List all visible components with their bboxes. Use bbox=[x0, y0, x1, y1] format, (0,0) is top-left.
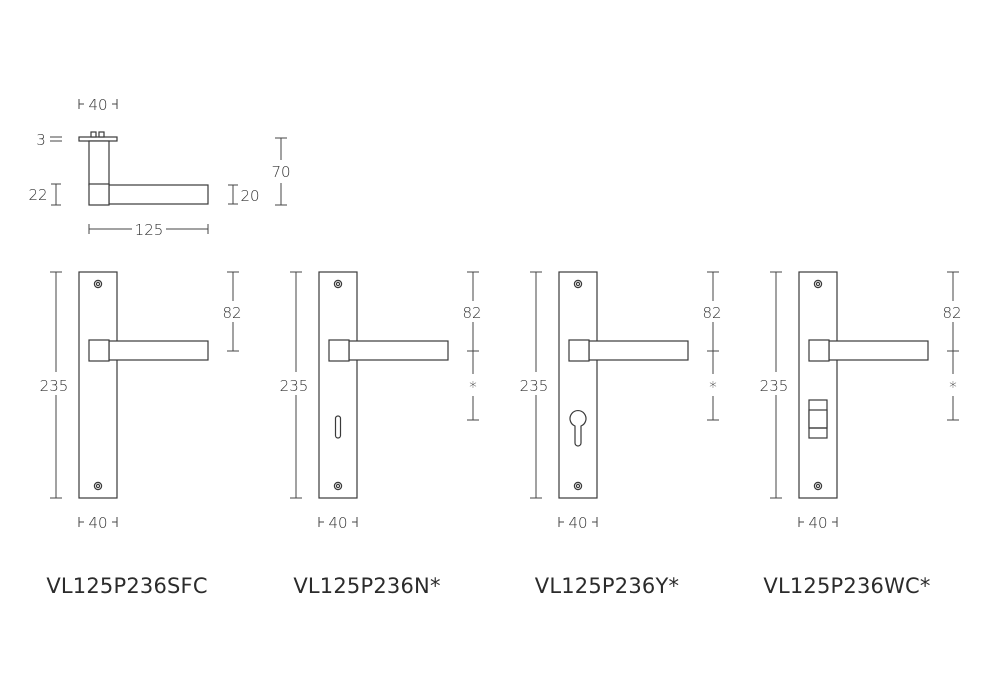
lever-arm bbox=[108, 340, 209, 361]
screw-bottom-inner bbox=[815, 483, 821, 489]
dim-rose-thickness: 3 bbox=[36, 131, 62, 149]
back-plate bbox=[78, 271, 118, 499]
screw-top-inner bbox=[95, 281, 101, 287]
lever-hub bbox=[88, 339, 110, 362]
dim-lever-length-label: 125 bbox=[135, 221, 164, 239]
model-name: VL125P236Y* bbox=[535, 574, 679, 598]
screw-top-inner bbox=[575, 281, 581, 287]
dim-top-width: 40 bbox=[78, 96, 118, 114]
dim-projection-label: 70 bbox=[271, 163, 290, 181]
dim-top-width-label: 40 bbox=[88, 96, 107, 114]
plate-width-label: 40 bbox=[88, 514, 107, 532]
dim-lever-height: 20 bbox=[228, 184, 260, 205]
plate-width-label: 40 bbox=[568, 514, 587, 532]
rose-screw-right bbox=[98, 131, 105, 138]
rose-plate bbox=[78, 136, 118, 142]
dim-rose-thickness-label: 3 bbox=[36, 131, 46, 149]
lever-hub bbox=[808, 339, 830, 362]
dim-hub-height: 22 bbox=[28, 183, 61, 206]
plate-variants: 2358240VL125P236SFC23582*40VL125P236N*23… bbox=[40, 271, 962, 598]
model-name: VL125P236N* bbox=[293, 574, 440, 598]
back-plate bbox=[318, 271, 358, 499]
plate-width-label: 40 bbox=[328, 514, 347, 532]
model-name: VL125P236SFC bbox=[46, 574, 207, 598]
back-plate bbox=[558, 271, 598, 499]
handle-height-label: 82 bbox=[462, 304, 481, 322]
dim-hub-height-label: 22 bbox=[28, 186, 47, 204]
plate-height-label: 235 bbox=[40, 377, 69, 395]
plate-height-label: 235 bbox=[760, 377, 789, 395]
key-slot bbox=[334, 415, 342, 439]
lever-arm bbox=[348, 340, 449, 361]
secondary-dim-label: * bbox=[469, 378, 477, 396]
secondary-dim-label: * bbox=[709, 378, 717, 396]
rose-screw-left bbox=[90, 131, 97, 138]
dim-lever-height-label: 20 bbox=[240, 187, 259, 205]
lever-arm bbox=[588, 340, 689, 361]
back-plate bbox=[798, 271, 838, 499]
lever-neck bbox=[88, 140, 110, 186]
dim-projection: 70 bbox=[271, 137, 291, 206]
dim-lever-length: 125 bbox=[88, 221, 209, 239]
lever-hub bbox=[328, 339, 350, 362]
model-name: VL125P236WC* bbox=[763, 574, 930, 598]
lever-hub bbox=[568, 339, 590, 362]
handle-height-label: 82 bbox=[702, 304, 721, 322]
screw-bottom-inner bbox=[95, 483, 101, 489]
screw-top-inner bbox=[815, 281, 821, 287]
lever-arm bbox=[108, 184, 209, 205]
plate-height-label: 235 bbox=[520, 377, 549, 395]
screw-bottom-inner bbox=[335, 483, 341, 489]
wc-turn-inner bbox=[808, 409, 828, 429]
plate-height-label: 235 bbox=[280, 377, 309, 395]
euro-cylinder-cutout bbox=[569, 410, 587, 447]
handle-height-label: 82 bbox=[222, 304, 241, 322]
secondary-dim-label: * bbox=[949, 378, 957, 396]
screw-bottom-inner bbox=[575, 483, 581, 489]
handle-height-label: 82 bbox=[942, 304, 961, 322]
plate-width-label: 40 bbox=[808, 514, 827, 532]
lever-arm bbox=[828, 340, 929, 361]
screw-top-inner bbox=[335, 281, 341, 287]
lever-side-view: 40 3 22 20 bbox=[28, 96, 290, 239]
lever-hub bbox=[88, 183, 110, 206]
